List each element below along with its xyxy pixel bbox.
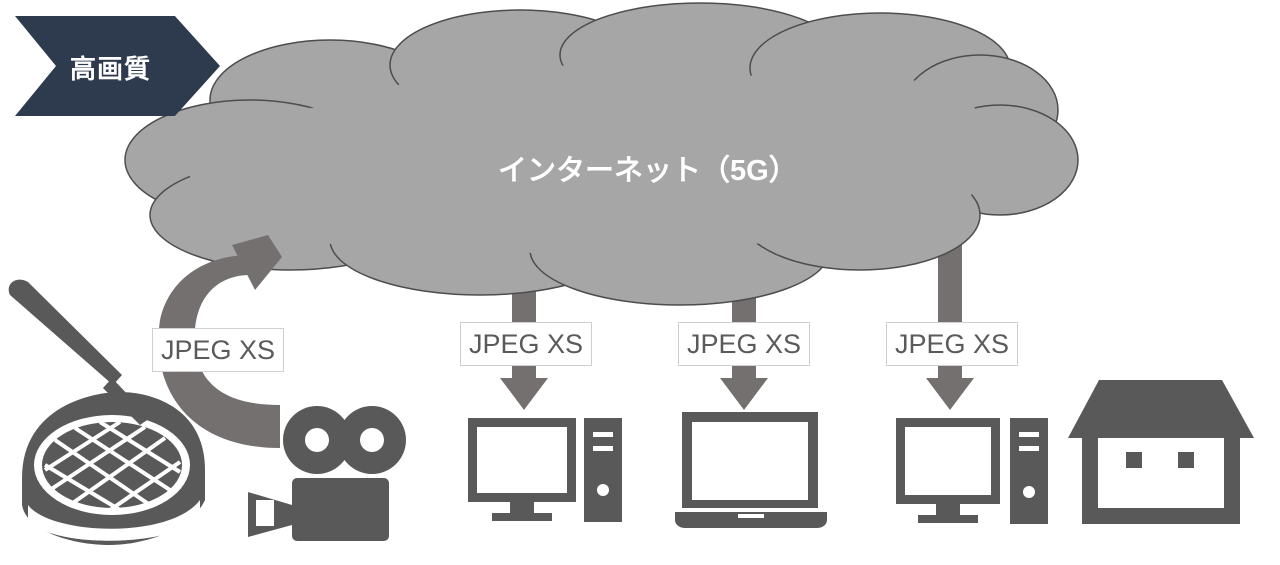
cloud-label: インターネット（5G） bbox=[498, 155, 798, 187]
desktop-computer-icon bbox=[896, 418, 1048, 524]
laptop-icon bbox=[675, 412, 827, 528]
link-label: JPEG XS bbox=[460, 322, 593, 366]
internet-cloud bbox=[124, 2, 1079, 306]
desktop-computer-icon bbox=[468, 418, 622, 522]
link-label: JPEG XS bbox=[152, 328, 285, 372]
quality-badge-label: 高画質 bbox=[70, 55, 152, 85]
baseball-stadium-icon bbox=[8, 279, 205, 545]
link-label: JPEG XS bbox=[678, 322, 811, 366]
house-icon bbox=[1068, 380, 1254, 524]
link-label: JPEG XS bbox=[886, 322, 1019, 366]
upload-arrow bbox=[158, 235, 282, 448]
video-camera-icon bbox=[248, 406, 406, 541]
